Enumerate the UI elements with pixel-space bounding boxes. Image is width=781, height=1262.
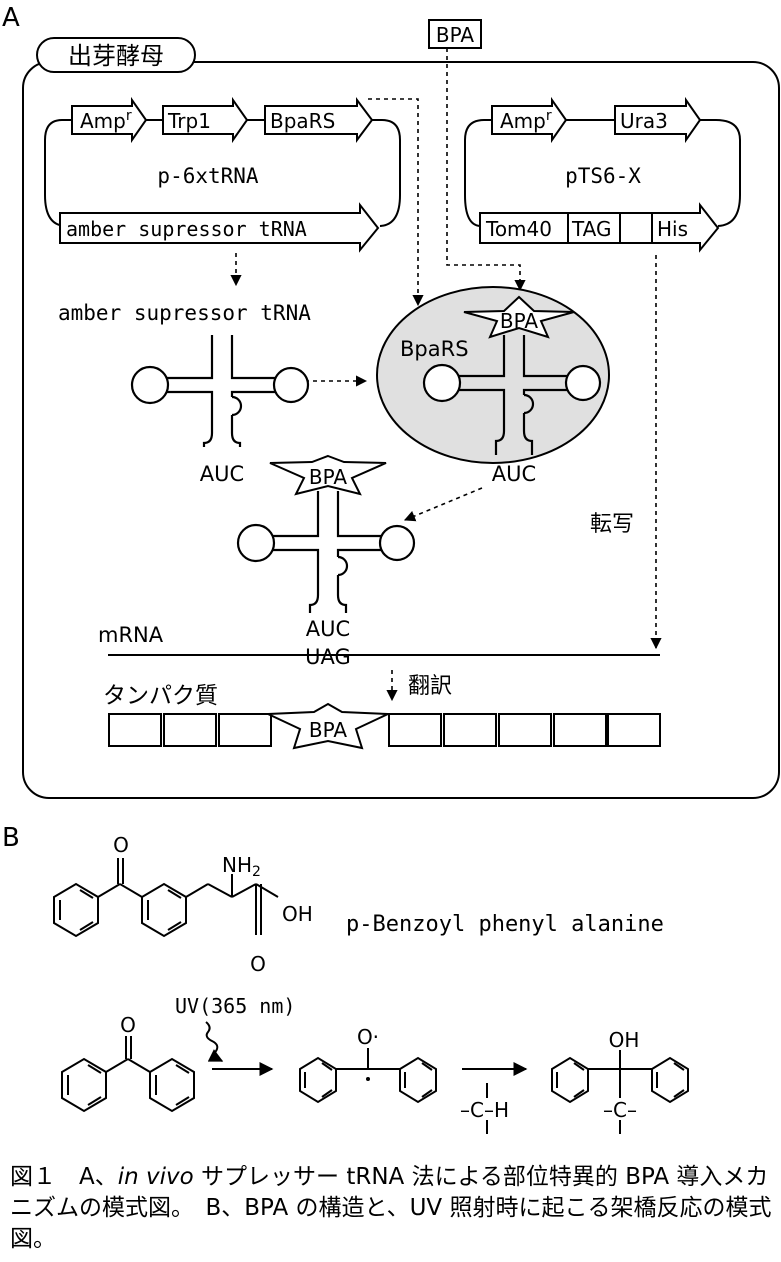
- ura3-gene: [614, 96, 702, 144]
- trna-label: amber supressor tRNA: [58, 301, 311, 325]
- enzyme-label: BpaRS: [400, 337, 469, 361]
- panel-a-label: A: [2, 3, 20, 33]
- crosslink-product: [551, 1050, 689, 1134]
- yeast-cell: [22, 37, 780, 799]
- amp-gene-1: [71, 96, 148, 144]
- caption-invivo: in vivo: [117, 1164, 194, 1190]
- amber-trna-gene: [59, 202, 380, 253]
- uv-label: UV(365 nm): [175, 994, 295, 1018]
- atom-o-acid: O: [250, 952, 266, 976]
- bpa-fullname: p-Benzoyl phenyl alanine: [346, 912, 664, 937]
- plasmid-p6xtrna: [44, 96, 401, 253]
- bpa-label-protein: BPA: [309, 718, 348, 742]
- plasmid1-name: p-6xtRNA: [157, 164, 259, 188]
- caption-figure-number: 図１ A、: [10, 1164, 118, 1190]
- plasmid-pts6x: [464, 96, 741, 253]
- atom-o-ketone: O: [113, 833, 129, 857]
- ura3-label: Ura3: [620, 109, 668, 133]
- bpa-molecule: [53, 858, 279, 938]
- figure-caption: 図１ A、in vivo サプレッサー tRNA 法による部位特異的 BPA 導…: [10, 1162, 776, 1255]
- anticodon-enzyme: AUC: [492, 462, 536, 486]
- product-oh: OH: [609, 1028, 640, 1052]
- benzophenone: [61, 1036, 195, 1113]
- transcription-label: 転写: [590, 512, 634, 537]
- trp1-label: Trp1: [167, 109, 211, 133]
- anticodon-free: AUC: [200, 462, 244, 486]
- anticodon-charged: AUC: [306, 617, 350, 641]
- fusion-gene: [479, 202, 720, 253]
- trna-charged-enzyme: [422, 335, 602, 455]
- yeast-label: 出芽酵母: [68, 42, 164, 70]
- bpa-star-charged: [269, 454, 387, 496]
- bpa-input-box: [428, 19, 482, 49]
- mrna-label: mRNA: [98, 623, 164, 647]
- tom40-segment: Tom40: [485, 217, 552, 241]
- tag-segment: TAG: [571, 217, 612, 241]
- bpars-gene: [264, 97, 374, 143]
- trna-free: [130, 335, 310, 447]
- caption-text: サプレッサー tRNA 法による部位特異的 BPA 導入メカニズムの模式図。 B…: [10, 1164, 772, 1252]
- his-segment: His: [657, 217, 688, 241]
- panel-b-label: B: [2, 823, 20, 853]
- radical-o: O·: [357, 1025, 379, 1049]
- uv-squiggle: [205, 1021, 224, 1062]
- bpars-gene-label: BpaRS: [270, 109, 335, 133]
- product-c-fragment: –C–: [603, 1098, 637, 1122]
- radical-intermediate: [299, 1048, 437, 1104]
- bpa-label-enzyme: BPA: [500, 309, 539, 333]
- amp-label-1: Ampr: [80, 108, 132, 133]
- protein-chain: [108, 702, 661, 750]
- flow-arrows: [230, 48, 662, 702]
- amp-label-2: Ampr: [500, 108, 552, 133]
- trna-charged: [236, 491, 416, 613]
- bpa-star-enzyme: [463, 295, 575, 339]
- plasmid2-name: pTS6-X: [565, 164, 641, 188]
- translation-label: 翻訳: [408, 674, 452, 699]
- trp1-gene: [162, 96, 249, 144]
- codon-label: UAG: [305, 645, 351, 669]
- bpa-label-charged: BPA: [309, 465, 348, 489]
- amber-trna-gene-label: amber supressor tRNA: [66, 217, 307, 241]
- atom-oh: OH: [282, 902, 313, 926]
- bpa-input-label: BPA: [436, 23, 475, 47]
- atom-nh2: NH2: [222, 853, 261, 880]
- atom-o-benzophenone: O: [120, 1013, 136, 1037]
- protein-label: タンパク質: [103, 683, 218, 709]
- amp-gene-2: [491, 96, 568, 144]
- ch-fragment: –C–H: [460, 1098, 509, 1122]
- radical-dot: [366, 1077, 370, 1081]
